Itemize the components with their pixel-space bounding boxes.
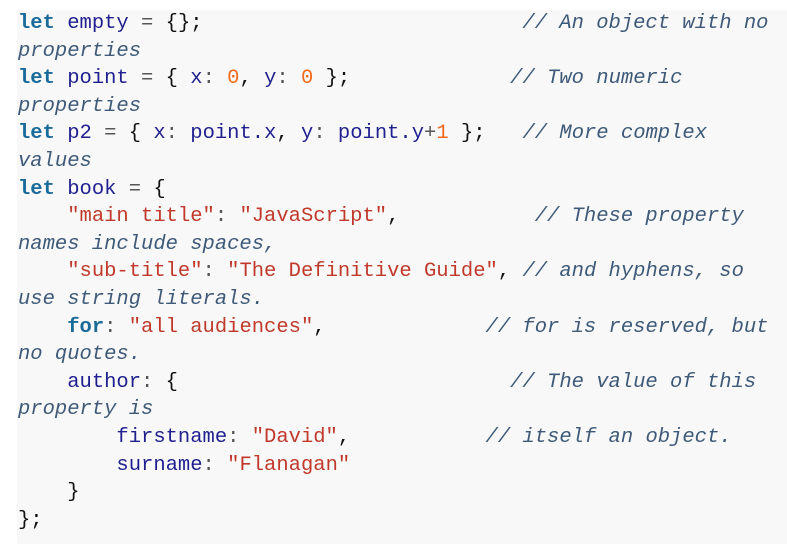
code-comment: // These property names include spaces, bbox=[18, 205, 757, 256]
code-token-string: "David" bbox=[251, 425, 338, 449]
code-token-identifier: empty bbox=[67, 12, 129, 35]
code-token-punctuation: , bbox=[337, 425, 351, 449]
code-line: "sub-title": "The Definitive Guide", // … bbox=[18, 258, 787, 313]
code-comment: // An object with no properties bbox=[18, 12, 781, 63]
code-token-number: 0 bbox=[301, 67, 314, 91]
code-token-punctuation: , bbox=[276, 122, 301, 146]
code-token-operator: : bbox=[313, 122, 338, 146]
code-line: }; bbox=[18, 507, 787, 535]
code-token-operator: = bbox=[91, 122, 129, 146]
code-token-punctuation: } bbox=[18, 481, 80, 505]
code-line: let book = { bbox=[18, 176, 787, 204]
code-token-identifier: book bbox=[67, 177, 117, 201]
code-token-punctuation: , bbox=[239, 67, 265, 91]
code-token-punctuation: { bbox=[165, 67, 191, 91]
code-token-punctuation bbox=[55, 178, 67, 201]
code-token-keyword: let bbox=[18, 67, 55, 91]
code-token-punctuation: , bbox=[497, 260, 511, 284]
code-token-operator: : bbox=[141, 370, 166, 394]
code-token-punctuation: }; bbox=[18, 508, 43, 532]
code-comment: // More complex values bbox=[18, 122, 720, 173]
code-line: author: { // The value of this property … bbox=[18, 369, 787, 424]
code-token-operator: : bbox=[104, 315, 129, 339]
code-padding bbox=[203, 12, 523, 35]
code-block: let empty = {}; // An object with no pro… bbox=[17, 10, 787, 544]
code-token-punctuation bbox=[18, 454, 116, 477]
code-token-punctuation: { bbox=[165, 370, 178, 394]
code-comment: // Two numeric properties bbox=[18, 67, 695, 118]
code-token-operator: : bbox=[202, 260, 228, 284]
code-token-string: "main title" bbox=[67, 205, 215, 229]
code-token-punctuation bbox=[18, 371, 67, 394]
code-token-keyword: let bbox=[18, 177, 55, 201]
code-token-punctuation: , bbox=[387, 205, 400, 229]
code-token-operator: + bbox=[424, 122, 437, 146]
code-token-operator: : bbox=[165, 122, 191, 146]
code-token-identifier: x bbox=[190, 67, 203, 91]
code-token-punctuation bbox=[18, 426, 116, 449]
code-token-string: "sub-title" bbox=[67, 260, 203, 284]
code-padding bbox=[510, 260, 522, 283]
code-token-identifier: x bbox=[153, 122, 166, 146]
code-token-identifier: author bbox=[67, 370, 142, 394]
code-line: let empty = {}; // An object with no pro… bbox=[18, 10, 787, 65]
code-token-punctuation bbox=[18, 260, 67, 283]
code-token-identifier: p2 bbox=[67, 122, 92, 146]
code-padding bbox=[399, 205, 534, 228]
code-token-identifier: point bbox=[67, 67, 129, 91]
code-padding bbox=[486, 122, 523, 145]
code-padding bbox=[326, 316, 486, 339]
code-padding bbox=[350, 67, 510, 90]
code-token-punctuation: }; bbox=[448, 122, 486, 146]
code-token-identifier: point.x bbox=[190, 122, 277, 146]
code-token-identifier: firstname bbox=[116, 425, 228, 449]
code-comment: // itself an object. bbox=[485, 425, 732, 449]
code-token-string: "all audiences" bbox=[128, 315, 314, 339]
code-token-operator: = bbox=[116, 177, 154, 201]
code-token-keyword: for bbox=[67, 315, 105, 339]
code-token-keyword: let bbox=[18, 12, 55, 35]
code-token-punctuation: }; bbox=[313, 67, 351, 91]
code-line: surname: "Flanagan" bbox=[18, 452, 787, 480]
code-token-punctuation bbox=[55, 67, 67, 90]
code-token-string: "Flanagan" bbox=[227, 453, 351, 477]
code-token-operator: : bbox=[202, 67, 228, 91]
code-token-operator: : bbox=[202, 453, 228, 477]
code-token-identifier: point.y bbox=[337, 122, 425, 146]
code-token-punctuation: { bbox=[128, 122, 154, 146]
code-token-punctuation: {}; bbox=[165, 12, 203, 35]
code-token-operator: : bbox=[227, 425, 252, 449]
code-line: "main title": "JavaScript", // These pro… bbox=[18, 203, 787, 258]
code-token-punctuation: { bbox=[153, 177, 166, 201]
code-padding bbox=[178, 371, 510, 394]
code-token-identifier: y bbox=[264, 67, 277, 91]
code-token-punctuation bbox=[18, 316, 67, 339]
code-token-keyword: let bbox=[18, 122, 55, 146]
code-token-punctuation bbox=[55, 12, 67, 35]
code-token-punctuation bbox=[18, 205, 67, 228]
code-token-identifier: y bbox=[301, 122, 314, 146]
code-comment: // The value of this property is bbox=[18, 370, 769, 422]
code-token-identifier: surname bbox=[116, 453, 203, 477]
code-listing: let empty = {}; // An object with no pro… bbox=[18, 10, 787, 534]
code-token-operator: = bbox=[128, 12, 166, 35]
code-comment: // and hyphens, so use string literals. bbox=[18, 260, 757, 311]
code-token-operator: = bbox=[128, 67, 166, 91]
code-comment: // for is reserved, but no quotes. bbox=[18, 315, 781, 367]
code-token-string: "The Definitive Guide" bbox=[227, 260, 498, 284]
code-token-number: 1 bbox=[436, 122, 449, 146]
code-token-punctuation bbox=[55, 122, 67, 145]
code-line: for: "all audiences", // for is reserved… bbox=[18, 314, 787, 369]
code-token-operator: : bbox=[276, 67, 302, 91]
code-token-punctuation: , bbox=[313, 315, 326, 339]
code-line: let point = { x: 0, y: 0 }; // Two numer… bbox=[18, 65, 787, 120]
code-token-operator: : bbox=[214, 205, 240, 229]
code-line: firstname: "David", // itself an object. bbox=[18, 424, 787, 452]
code-token-number: 0 bbox=[227, 67, 240, 91]
code-padding bbox=[350, 426, 485, 449]
code-line: } bbox=[18, 479, 787, 507]
code-token-string: "JavaScript" bbox=[239, 205, 388, 229]
code-line: let p2 = { x: point.x, y: point.y+1 }; /… bbox=[18, 120, 787, 175]
